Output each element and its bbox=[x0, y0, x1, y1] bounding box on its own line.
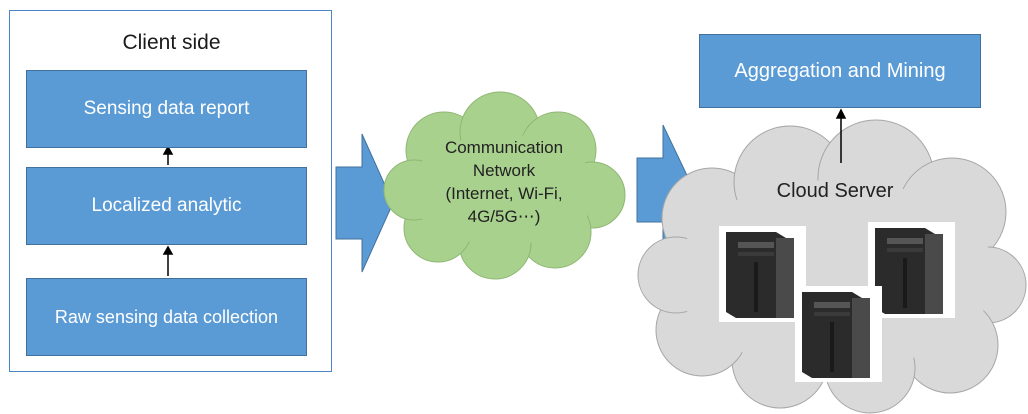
network-line-2: Network bbox=[472, 161, 536, 180]
arrow-client-to-network bbox=[335, 133, 394, 273]
sensing-data-report-box: Sensing data report bbox=[26, 70, 307, 148]
server-tower-left bbox=[719, 226, 806, 322]
aggregation-and-mining-label: Aggregation and Mining bbox=[734, 59, 946, 82]
communication-network-label: Communication Network (Internet, Wi-Fi, … bbox=[404, 136, 604, 228]
client-side-title: Client side bbox=[122, 31, 221, 54]
raw-sensing-data-collection-label: Raw sensing data collection bbox=[54, 306, 279, 327]
server-to-aggregation-connector bbox=[835, 108, 847, 163]
network-line-4: 4G/5G⋯) bbox=[467, 207, 541, 226]
network-line-1: Communication bbox=[444, 138, 564, 157]
localized-analytic-label: Localized analytic bbox=[91, 195, 242, 216]
localized-analytic-box: Localized analytic bbox=[26, 167, 307, 245]
network-line-3: (Internet, Wi-Fi, bbox=[445, 184, 563, 203]
cloud-server-label: Cloud Server bbox=[776, 180, 894, 202]
server-tower-right bbox=[868, 222, 955, 318]
aggregation-and-mining-box: Aggregation and Mining bbox=[699, 34, 981, 108]
network-cloud bbox=[383, 91, 626, 280]
sensing-data-report-label: Sensing data report bbox=[83, 98, 250, 119]
raw-sensing-data-collection-box: Raw sensing data collection bbox=[26, 278, 307, 356]
server-tower-center bbox=[795, 286, 882, 382]
